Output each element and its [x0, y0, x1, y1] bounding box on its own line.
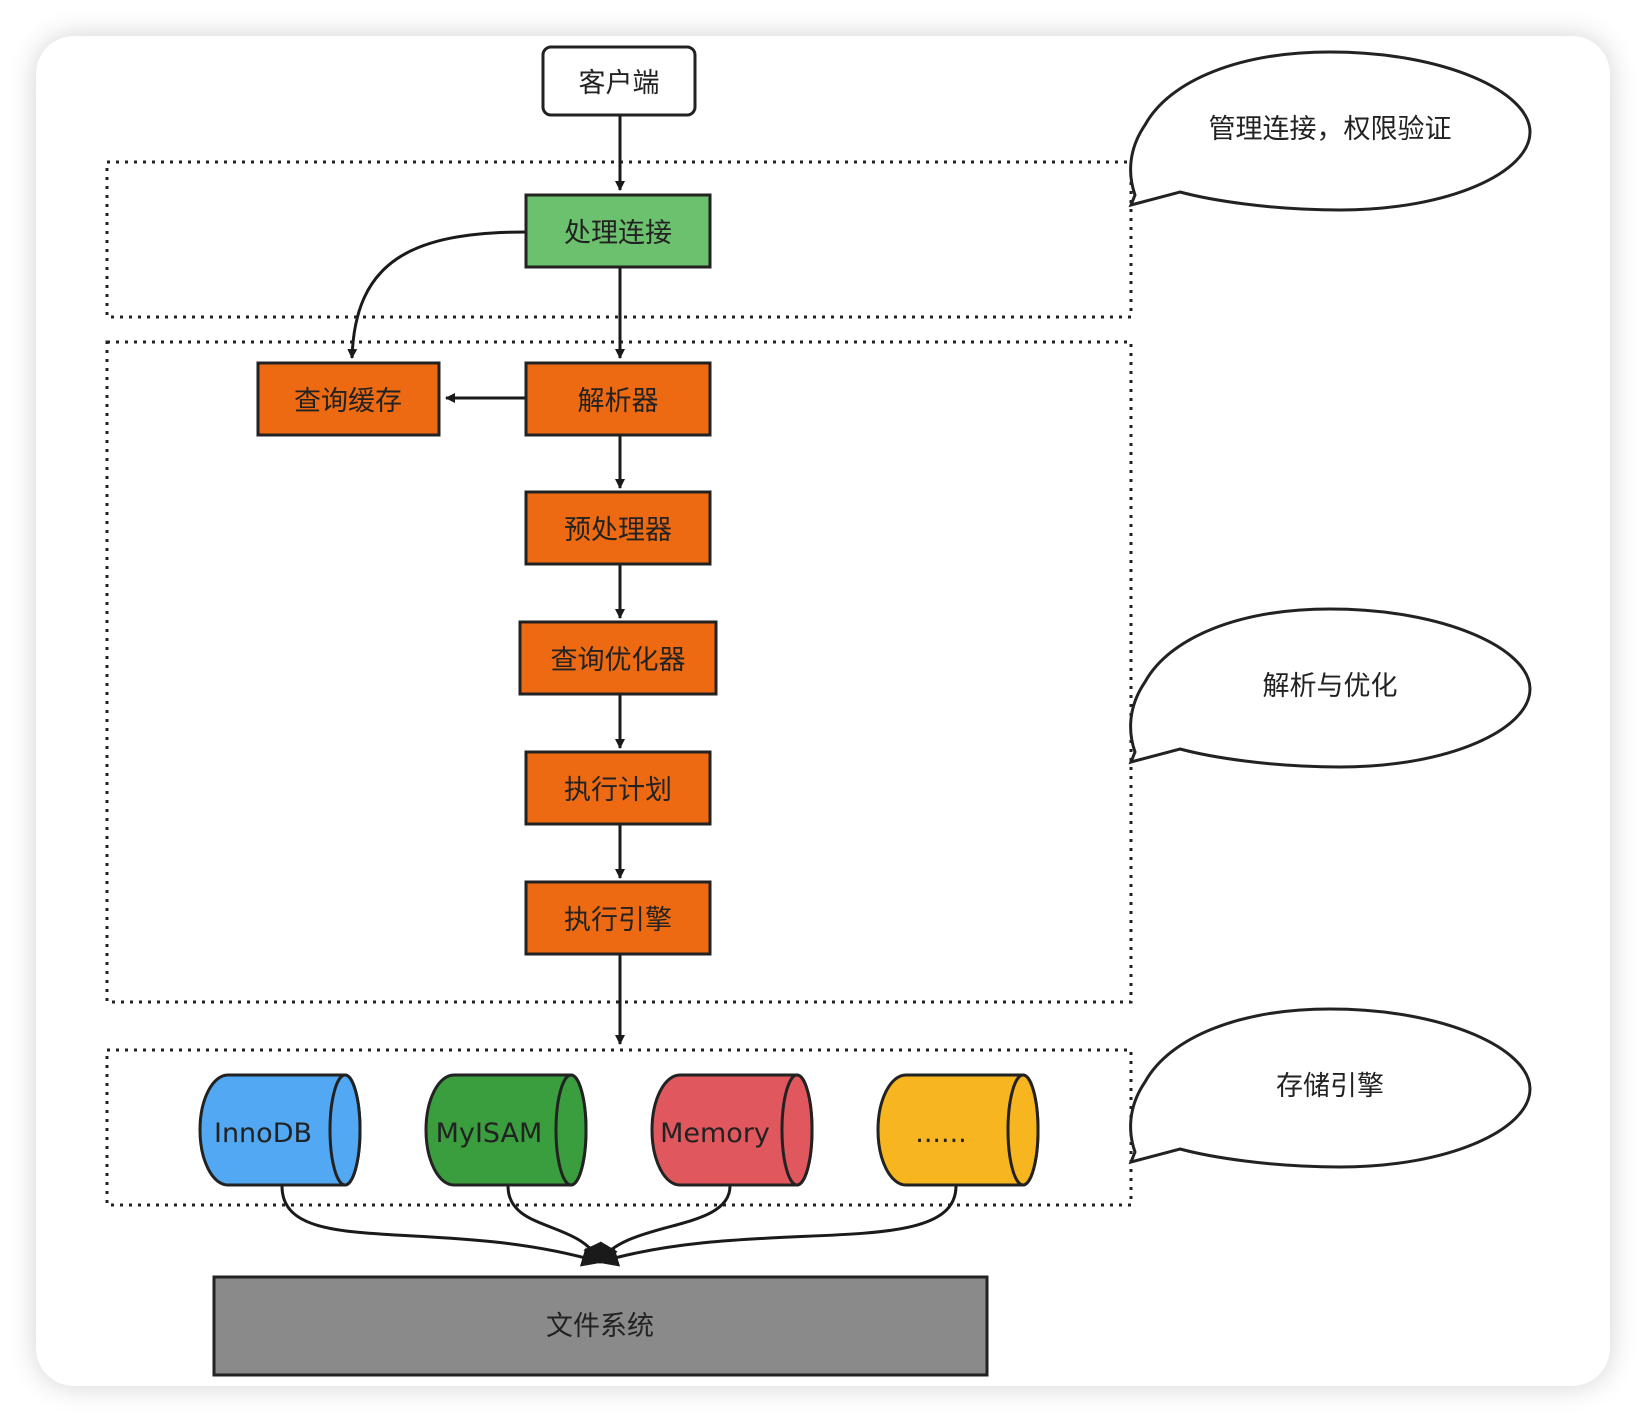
- connection-callout-text: 管理连接，权限验证: [1209, 114, 1452, 145]
- parse-callout: 解析与优化: [1128, 607, 1532, 769]
- myisam-cylinder: MyISAM: [424, 1073, 588, 1187]
- memory-label: Memory: [660, 1118, 770, 1149]
- parser-label: 解析器: [578, 386, 659, 417]
- optimizer-label: 查询优化器: [551, 645, 686, 676]
- preprocessor-node: 预处理器: [524, 490, 712, 566]
- storage-callout-text: 存储引擎: [1276, 1071, 1384, 1102]
- connection-node: 处理连接: [524, 193, 712, 269]
- exec-plan-node: 执行计划: [524, 750, 712, 826]
- query-cache-label: 查询缓存: [294, 386, 402, 417]
- parse-callout-text: 解析与优化: [1263, 671, 1398, 702]
- filesystem-label: 文件系统: [546, 1311, 654, 1342]
- client-label: 客户端: [579, 68, 660, 99]
- query-cache-node: 查询缓存: [256, 361, 441, 437]
- more-engines-label: ......: [915, 1118, 967, 1149]
- exec-engine-label: 执行引擎: [564, 905, 672, 936]
- preprocessor-label: 预处理器: [564, 515, 672, 546]
- optimizer-node: 查询优化器: [518, 620, 718, 696]
- innodb-cylinder: InnoDB: [198, 1073, 362, 1187]
- exec-engine-node: 执行引擎: [524, 880, 712, 956]
- filesystem-node: 文件系统: [212, 1275, 989, 1377]
- parser-node: 解析器: [524, 361, 712, 437]
- more-engines-cylinder: ......: [876, 1073, 1040, 1187]
- storage-callout: 存储引擎: [1128, 1007, 1532, 1169]
- exec-plan-label: 执行计划: [564, 775, 672, 806]
- innodb-label: InnoDB: [214, 1118, 312, 1149]
- memory-cylinder: Memory: [650, 1073, 814, 1187]
- client-node: 客户端: [541, 45, 697, 117]
- connection-callout: 管理连接，权限验证: [1128, 50, 1532, 212]
- myisam-label: MyISAM: [436, 1118, 543, 1149]
- connection-label: 处理连接: [564, 218, 672, 249]
